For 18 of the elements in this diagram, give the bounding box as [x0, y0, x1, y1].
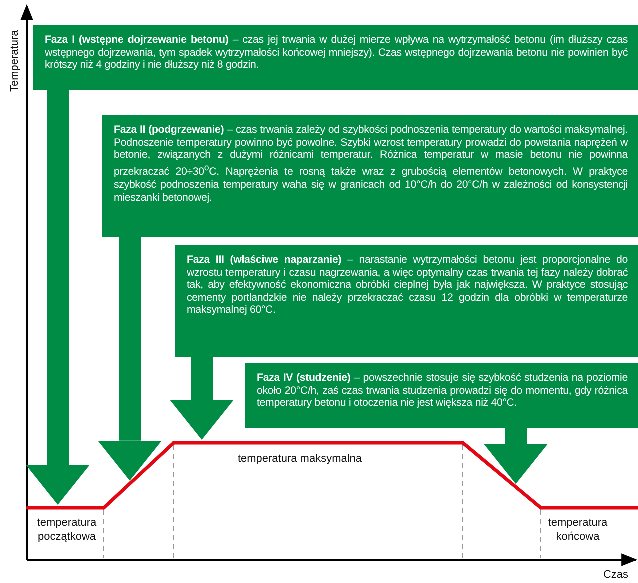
axis-label: temperatura końcowa: [547, 516, 609, 544]
temperature-curve-segment: [172, 441, 465, 445]
axis-label: temperatura początkowa: [36, 516, 98, 544]
temperature-curve-segment: [102, 441, 176, 510]
phase-description-box: Faza IV (studzenie) – powszechnie stosuje się szybkość studzenia na poziomie około 20°C/h, zaś czas trwania studzenia prowadzi się do momentu, gdy różnica temperatury betonu i otoczenia nie jest większa niż 40°C.: [245, 363, 638, 428]
axis-label: temperatura maksymalna: [236, 452, 364, 466]
temperature-curve-segment: [461, 441, 543, 510]
temperature-curve-segment: [539, 506, 638, 510]
block-arrow: [26, 90, 90, 505]
axis-label: Temperatura: [8, 32, 22, 92]
block-arrow: [170, 357, 234, 440]
phase-description-box: Faza I (wstępne dojrzewanie betonu) – czas jej trwania w dużej mierze wpływa na wytrzymałość betonu (im dłuższy czas wstępnego dojrzewania, tym spadek wytrzymałości końcowej mniejszy). Czas wstępnego dojrzewania betonu nie powinien być krótszy niż 4 godziny i nie dłuższy niż 8 godzin.: [33, 25, 638, 90]
phase-description-box: Faza II (podgrzewanie) – czas trwania zależy od szybkości podnoszenia temperatury do wartości maksymalnej. Podnoszenie temperatury powinno być powolne. Szybki wzrost temperatury prowadzi do powstania naprężeń w betonie, związanych z dużymi różnicami temperatur. Różnica temperatur w masie betonu nie powinna przekraczać 20÷30$^{o}$C. Naprężenia te rosną także wraz z grubością elementów betonowych. W praktyce szybkość podnoszenia temperatury waha się w granicach od 10°C/h do 20°C/h w zależności od konsystencji mieszanki betonowej.: [102, 115, 638, 237]
axis-label: Czas: [602, 568, 630, 582]
block-arrow: [484, 428, 548, 484]
block-arrow: [98, 237, 162, 481]
temperature-curve-segment: [26, 506, 106, 510]
phase-description-box: Faza III (właściwe naparzanie) – narastanie wytrzymałości betonu jest proporcjonalne do wzrostu temperatury i czasu nagrzewania, a więc optymalny czas trwania tej fazy należy dobrać tak, aby efektywność ekonomiczna obróbki cieplnej była jak największa. W praktyce stosując cementy portlandzkie nie należy przekraczać czasu 12 godzin dla obróbki w temperaturze maksymalnej 60°C.: [175, 245, 638, 357]
